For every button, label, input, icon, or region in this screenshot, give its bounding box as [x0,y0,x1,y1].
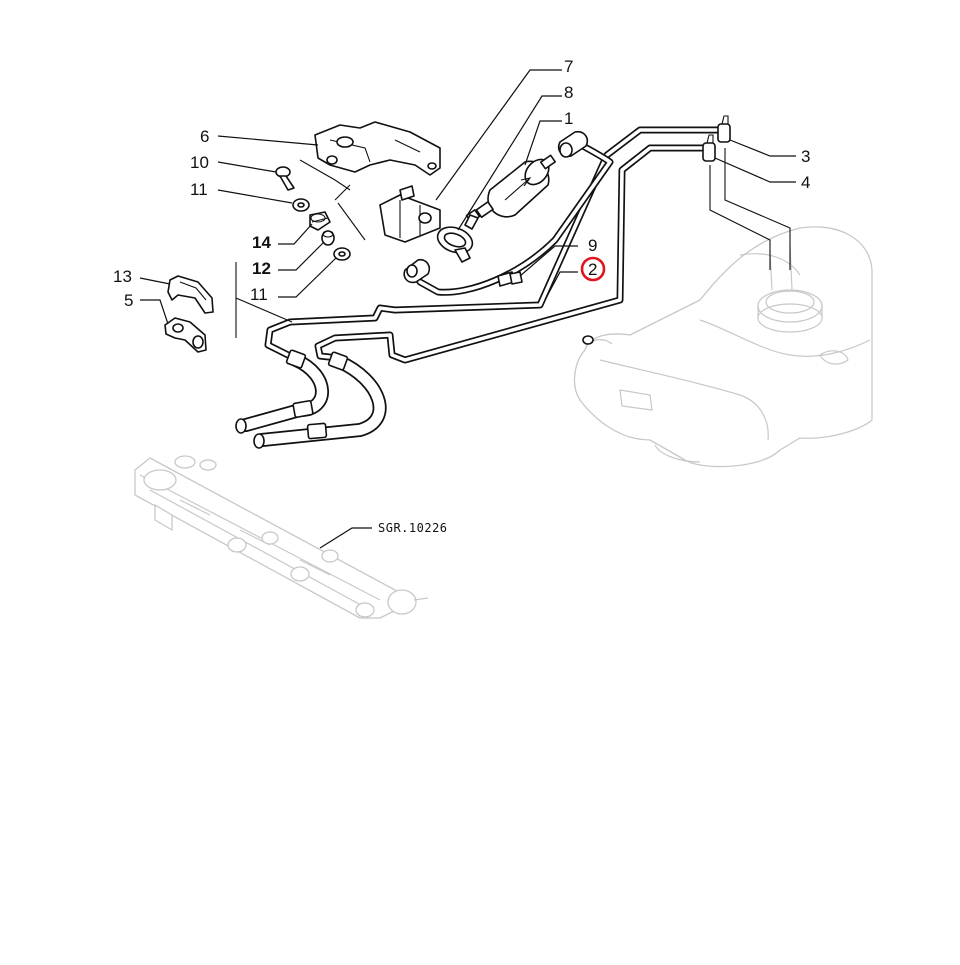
bush-14 [309,211,331,231]
pipe-4-leader [724,148,791,270]
callout-labels: 7 8 1 6 10 11 14 12 11 13 5 9 2 3 4 SGR.… [113,57,810,535]
callout-7: 7 [564,57,573,76]
washer-11b [333,247,351,261]
rail-hoses [235,349,387,449]
callout-14: 14 [252,233,271,252]
fuel-tank [573,226,873,468]
fuel-rail [134,455,429,619]
bolt-9 [497,271,523,287]
callout-3: 3 [801,147,810,166]
callout-9: 9 [588,236,597,255]
group-bracket [235,262,293,338]
callout-2: 2 [588,260,597,279]
connector-4 [702,134,716,162]
mounting-bracket [314,121,441,176]
reference-code: SGR.10226 [378,521,448,535]
filter-clamp [436,214,479,263]
pipe-3-leader [709,165,771,270]
clip-13 [167,275,214,314]
callout-10: 10 [190,153,209,172]
callout-11-lower: 11 [250,285,268,304]
callout-6: 6 [200,127,209,146]
connector-3 [717,115,731,143]
washer-11a [292,198,310,212]
callout-5: 5 [124,291,133,310]
callout-13: 13 [113,267,132,286]
tank-bolt [582,335,594,345]
pipe-end-fitting [403,258,431,284]
callout-1: 1 [564,109,573,128]
bracket [379,185,441,243]
callout-11-upper: 11 [190,180,208,199]
callout-8: 8 [564,83,573,102]
clip-5 [164,317,207,353]
fuel-filter [465,154,557,223]
highlight-circle [580,256,606,282]
elbow-connector [557,130,589,158]
separator-lines [299,159,366,241]
leader-lines [139,69,796,549]
callout-12: 12 [252,259,271,278]
spacer-12 [321,230,335,246]
fuel-pipe-2 [264,126,722,364]
screw-10 [275,166,295,191]
callout-4: 4 [801,173,810,192]
